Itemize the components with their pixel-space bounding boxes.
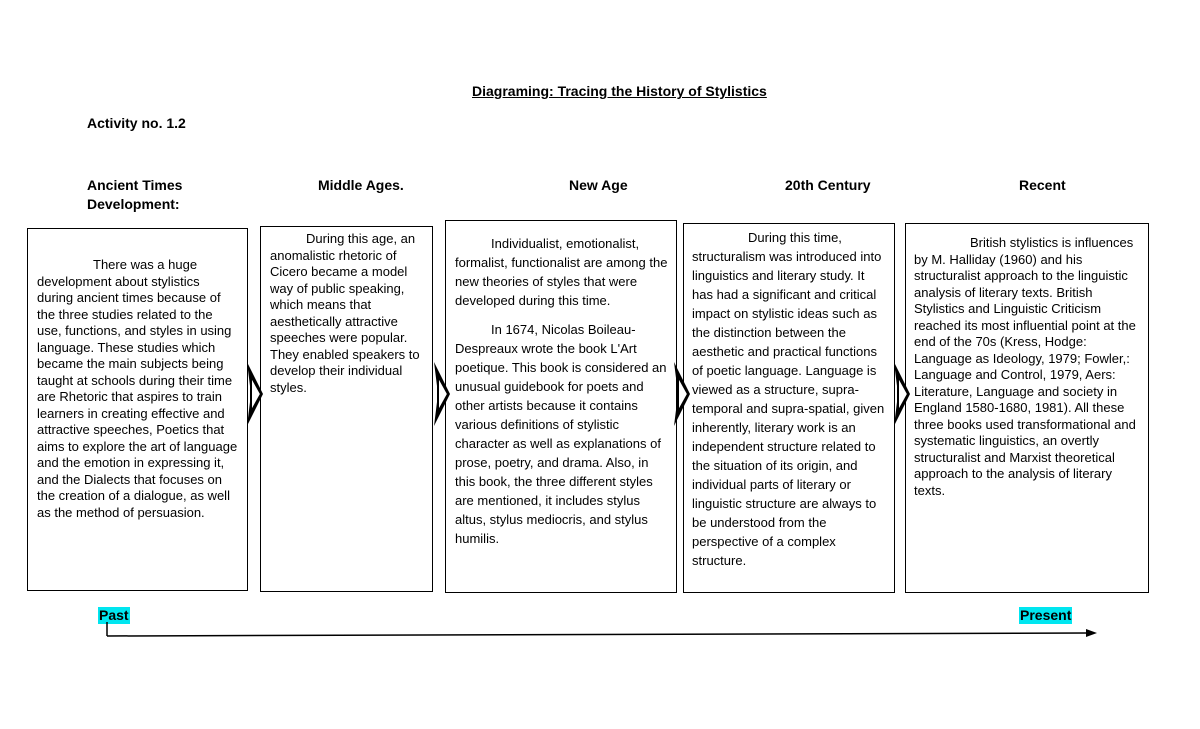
page-title: Diagraming: Tracing the History of Styli… bbox=[472, 83, 767, 99]
recent-text: British stylistics is influences by M. H… bbox=[914, 235, 1136, 498]
heading-recent: Recent bbox=[1019, 177, 1066, 193]
ancient-times-text: There was a huge development about styli… bbox=[37, 257, 238, 520]
timeline-arrow bbox=[106, 622, 1097, 637]
recent-box: British stylistics is influences by M. H… bbox=[905, 223, 1149, 593]
heading-ancient-times: Ancient Times Development: bbox=[87, 177, 183, 212]
next-arrow-icon bbox=[894, 362, 910, 426]
new-age-text-1: Individualist, emotionalist, formalist, … bbox=[455, 236, 668, 308]
20th-century-box: During this time, structuralism was intr… bbox=[683, 223, 895, 593]
next-arrow-icon bbox=[434, 362, 450, 426]
heading-new-age: New Age bbox=[569, 177, 628, 193]
past-label: Past bbox=[98, 607, 130, 624]
new-age-box: Individualist, emotionalist, formalist, … bbox=[445, 220, 677, 593]
activity-label: Activity no. 1.2 bbox=[87, 115, 186, 131]
next-arrow-icon bbox=[674, 362, 690, 426]
next-arrow-icon bbox=[247, 362, 263, 426]
new-age-text-2: In 1674, Nicolas Boileau-Despreaux wrote… bbox=[455, 322, 667, 546]
middle-ages-box: During this age, an anomalistic rhetoric… bbox=[260, 226, 433, 592]
present-label: Present bbox=[1019, 607, 1073, 624]
middle-ages-text: During this age, an anomalistic rhetoric… bbox=[270, 231, 420, 395]
20th-century-text: During this time, structuralism was intr… bbox=[692, 230, 885, 568]
heading-20th-century: 20th Century bbox=[785, 177, 871, 193]
ancient-times-box: There was a huge development about styli… bbox=[27, 228, 248, 591]
heading-middle-ages: Middle Ages. bbox=[318, 177, 404, 193]
